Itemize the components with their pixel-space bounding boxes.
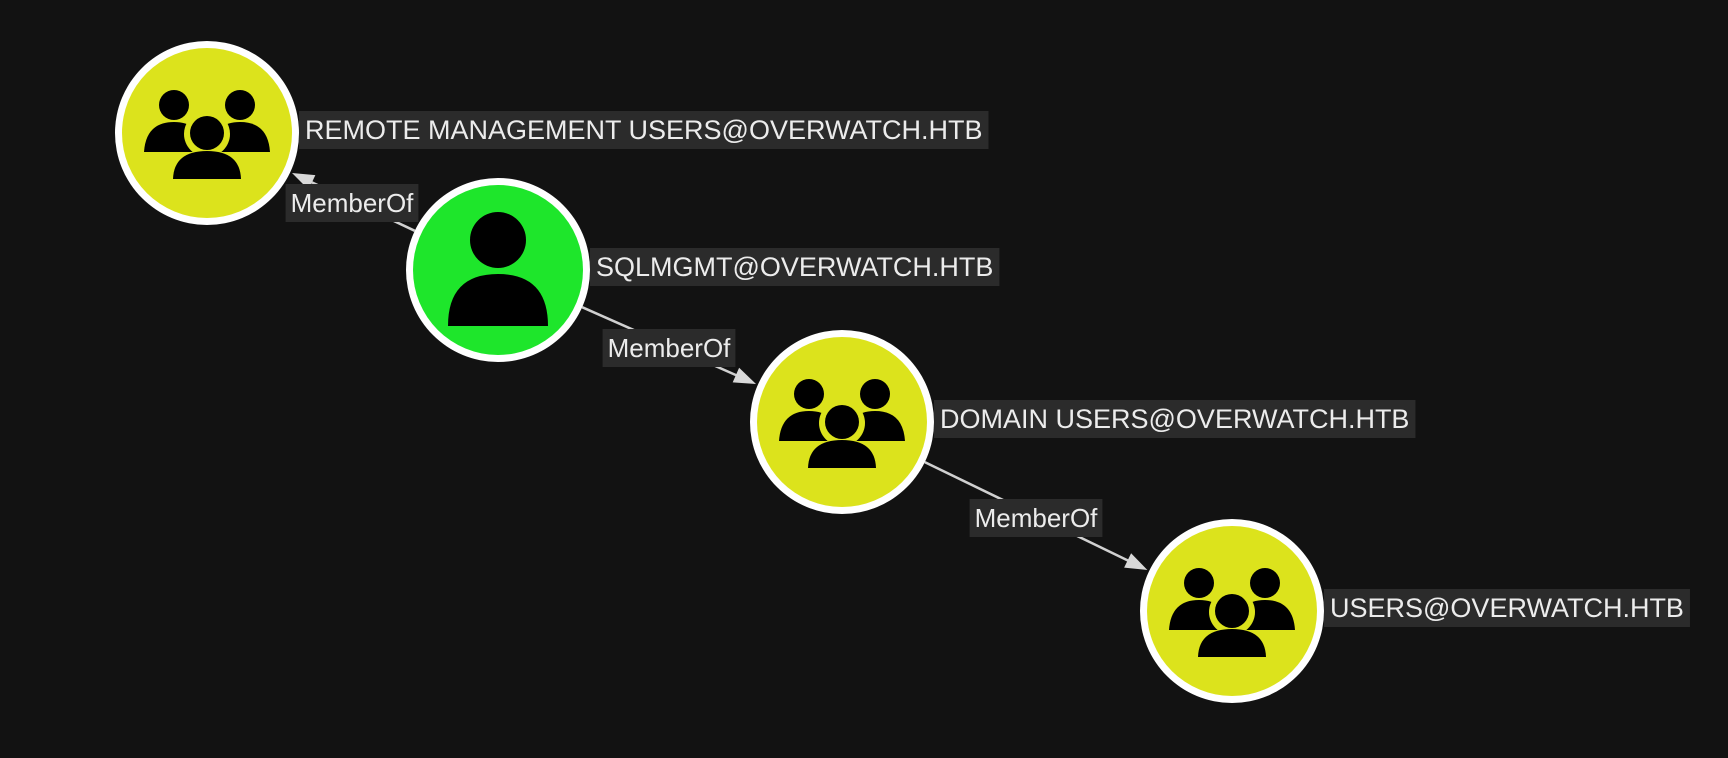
node-domain-users[interactable]: DOMAIN USERS@OVERWATCH.HTB — [750, 330, 1416, 514]
arrowhead-icon — [1124, 553, 1148, 571]
group-icon — [144, 90, 270, 179]
node-label-bg — [1324, 589, 1690, 627]
node-label: REMOTE MANAGEMENT USERS@OVERWATCH.HTB — [299, 111, 989, 149]
node-label: DOMAIN USERS@OVERWATCH.HTB — [934, 400, 1416, 438]
node-label-text: USERS@OVERWATCH.HTB — [1330, 593, 1684, 623]
edge-memberof[interactable]: MemberOf — [581, 306, 757, 385]
node-label-text: REMOTE MANAGEMENT USERS@OVERWATCH.HTB — [305, 115, 982, 145]
edge-label-text: MemberOf — [608, 333, 732, 363]
node-label: SQLMGMT@OVERWATCH.HTB — [590, 248, 1000, 286]
edge-label-text: MemberOf — [291, 188, 415, 218]
node-label-bg — [590, 248, 1000, 286]
edge-label-bg — [285, 184, 419, 222]
edge-label-bg — [969, 499, 1103, 537]
edge-memberof[interactable]: MemberOf — [285, 173, 419, 232]
edge-label-bg — [602, 329, 736, 367]
node-label-text: DOMAIN USERS@OVERWATCH.HTB — [940, 404, 1409, 434]
node-label-text: SQLMGMT@OVERWATCH.HTB — [596, 252, 993, 282]
edge-label-text: MemberOf — [975, 503, 1099, 533]
edge-label: MemberOf — [602, 329, 736, 367]
edge-label: MemberOf — [969, 499, 1103, 537]
arrowhead-icon — [732, 367, 757, 385]
node-remote-mgmt[interactable]: REMOTE MANAGEMENT USERS@OVERWATCH.HTB — [115, 41, 989, 225]
node-fill — [413, 185, 583, 355]
edge-label: MemberOf — [285, 184, 419, 222]
node-sqlmgmt[interactable]: SQLMGMT@OVERWATCH.HTB — [406, 178, 1000, 362]
node-label-bg — [299, 111, 989, 149]
edge-memberof[interactable]: MemberOf — [924, 460, 1148, 571]
node-label: USERS@OVERWATCH.HTB — [1324, 589, 1690, 627]
node-users[interactable]: USERS@OVERWATCH.HTB — [1140, 519, 1690, 703]
node-label-bg — [934, 400, 1416, 438]
group-icon — [779, 379, 905, 468]
group-icon — [1169, 568, 1295, 657]
nodes-layer: REMOTE MANAGEMENT USERS@OVERWATCH.HTB SQL… — [115, 41, 1690, 703]
user-icon — [448, 212, 548, 326]
